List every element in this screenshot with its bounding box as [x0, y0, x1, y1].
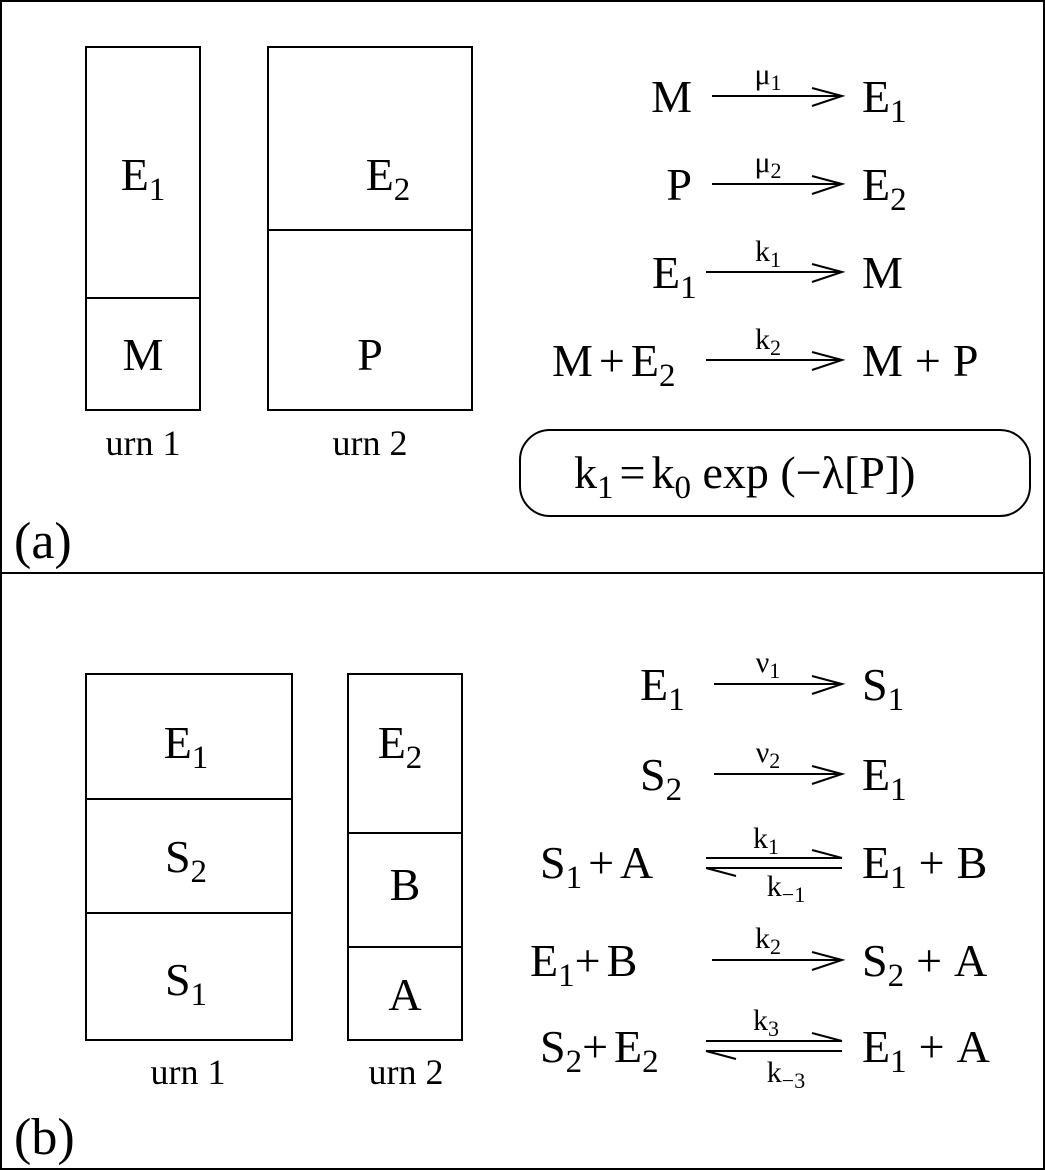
reaction-rhs: E1: [862, 749, 907, 808]
rate-constant: k3: [753, 1004, 779, 1041]
panel-a-boxed-formula: k1=k0 exp (−λ[P]): [519, 429, 1031, 517]
compartment-label: A: [388, 969, 421, 1020]
reaction-lhs: E1+B: [530, 935, 637, 994]
reaction-lhs: M: [651, 71, 692, 122]
reaction-rhs: S2+A: [862, 935, 987, 994]
reverse-half-arrow-head: [705, 1050, 737, 1060]
panel-a-urn-1: E1 M urn 1: [85, 46, 201, 463]
compartment-label: P: [357, 329, 383, 380]
panel-b-reaction-2: S2 ν2 E1: [640, 736, 907, 808]
panel-a-reaction-1: M μ1 E1: [651, 58, 907, 130]
forward-arrow-head: [811, 87, 846, 107]
urn-outline: [347, 673, 463, 1041]
reaction-lhs: P: [666, 159, 692, 210]
forward-arrow-head: [811, 351, 846, 371]
rate-constant: ν1: [756, 646, 781, 683]
reaction-rhs: M+P: [862, 335, 978, 386]
reaction-lhs: E1: [640, 659, 685, 718]
reaction-rhs: E1+B: [862, 837, 987, 896]
reaction-lhs: E1: [652, 247, 697, 306]
compartment-label: E2: [366, 149, 411, 208]
rate-constant: k2: [755, 922, 781, 959]
rate-constant: ν2: [756, 736, 781, 773]
reaction-lhs: S2: [640, 749, 682, 808]
panel-a-reaction-2: P μ2 E2: [666, 146, 906, 218]
reverse-rate-constant: k−1: [767, 870, 805, 907]
panel-b-reaction-5: S2+E2 k3 k−3 E1+A: [540, 1004, 990, 1093]
forward-arrow-head: [811, 951, 846, 971]
panel-label: (b): [14, 1109, 75, 1166]
panel-label: (a): [14, 513, 72, 570]
forward-arrow-head: [811, 765, 846, 785]
urn-caption: urn 1: [106, 423, 181, 463]
reaction-rhs: E1+A: [862, 1021, 990, 1080]
panel-b-reaction-1: E1 ν1 S1: [640, 646, 904, 718]
urn-outline: [85, 46, 201, 411]
compartment-label: S2: [165, 831, 207, 890]
panel-a: E1 M urn 1 E2 P urn 2 M μ1 E1 P μ2 E2: [14, 46, 1031, 570]
reverse-rate-constant: k−3: [767, 1056, 805, 1093]
compartment-label: M: [123, 329, 164, 380]
panel-b-urn-1: E1 S2 S1 urn 1: [85, 673, 293, 1092]
rate-constant: k1: [755, 235, 781, 272]
panel-b: E1 S2 S1 urn 1 E2 B A urn 2 E1 ν1 S1 S2 …: [14, 646, 990, 1166]
forward-arrow-head: [811, 175, 846, 195]
urn-outline: [267, 46, 473, 411]
compartment-label: E1: [121, 149, 166, 208]
reaction-rhs: E2: [862, 159, 907, 218]
rate-constant: k1: [753, 822, 779, 859]
compartment-label: S1: [165, 954, 207, 1013]
reaction-lhs: S2+E2: [540, 1021, 659, 1080]
reaction-rhs: E1: [862, 71, 907, 130]
formula-box: [519, 429, 1031, 517]
rate-constant: μ2: [754, 146, 781, 183]
formula-text: k1=k0 exp (−λ[P]): [574, 447, 916, 506]
reaction-lhs: M+E2: [552, 335, 675, 394]
panel-b-reaction-4: E1+B k2 S2+A: [530, 922, 987, 994]
forward-arrow-head: [811, 263, 846, 283]
panel-a-urn-2: E2 P urn 2: [267, 46, 473, 463]
urn-caption: urn 1: [151, 1052, 226, 1092]
panel-b-urn-2: E2 B A urn 2: [347, 673, 463, 1092]
reverse-half-arrow-head: [705, 867, 737, 877]
compartment-label: E2: [378, 717, 423, 776]
urn-caption: urn 2: [333, 423, 408, 463]
urn-outline: [85, 673, 293, 1041]
compartment-label: B: [390, 859, 421, 910]
panel-b-reaction-3: S1+A k1 k−1 E1+B: [540, 822, 987, 907]
panel-a-reaction-4: M+E2 k2 M+P: [552, 323, 978, 394]
forward-half-arrow-head: [811, 849, 843, 859]
compartment-label: E1: [164, 717, 209, 776]
rate-constant: k2: [755, 323, 781, 360]
urn-caption: urn 2: [369, 1052, 444, 1092]
reaction-rhs: M: [862, 247, 903, 298]
reaction-rhs: S1: [862, 659, 904, 718]
reaction-lhs: S1+A: [540, 837, 653, 896]
rate-constant: μ1: [754, 58, 781, 95]
forward-half-arrow-head: [811, 1032, 843, 1042]
panel-a-reaction-3: E1 k1 M: [652, 235, 903, 306]
forward-arrow-head: [811, 675, 846, 695]
